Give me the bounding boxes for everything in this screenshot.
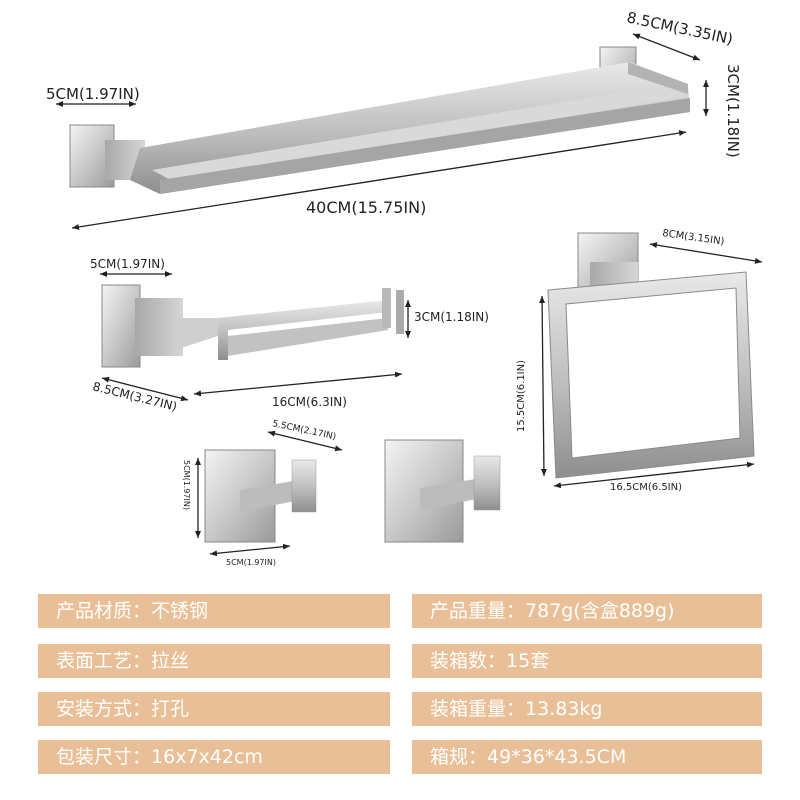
towel-bar-image (69, 46, 690, 194)
ring-width-line (553, 461, 755, 489)
spec-carton-size: 箱规：49*36*43.5CM (412, 740, 762, 774)
spec-carton-weight: 装箱重量：13.83kg (412, 692, 762, 726)
towel-bar-length-line (71, 130, 687, 230)
hook-depth-line (267, 430, 343, 452)
hook-depth-label: 5.5CM(2.17IN) (271, 419, 336, 442)
ring-height-label: 15.5CM(6.1IN) (516, 360, 527, 432)
hook-height-label: 5CM(1.97IN) (182, 460, 191, 510)
hook-width-label: 5CM(1.97IN) (226, 558, 276, 567)
paper-holder-length-label: 16CM(6.3IN) (272, 395, 347, 409)
paper-holder-depth-line (101, 376, 189, 402)
towel-bar-length-label: 40CM(15.75IN) (306, 198, 426, 217)
paper-holder-height-label: 3CM(1.18IN) (414, 310, 489, 324)
spec-carton-qty: 装箱数：15套 (412, 644, 762, 678)
ring-depth-line (649, 242, 763, 264)
spec-table: 产品材质：不锈钢 产品重量：787g(含盒889g) 表面工艺：拉丝 装箱数：1… (0, 592, 800, 800)
product-dimension-figure: 8.5CM(3.35IN) 3CM(1.18IN) 5CM(1.97IN) 40… (46, 8, 763, 567)
towel-bar-depth-label: 8.5CM(3.35IN) (625, 8, 734, 48)
hook-width-line (209, 543, 291, 557)
paper-holder-depth-label: 8.5CM(3.27IN) (91, 379, 178, 413)
paper-holder-base-label: 5CM(1.97IN) (90, 257, 165, 271)
paper-holder-image (101, 284, 404, 368)
spec-pack-size: 包装尺寸：16x7x42cm (38, 740, 390, 774)
ring-height-line (539, 295, 547, 477)
towel-bar-height-label: 3CM(1.18IN) (724, 64, 742, 158)
towel-ring-image (547, 232, 755, 479)
paper-holder-length-line (193, 371, 403, 397)
spec-finish: 表面工艺：拉丝 (38, 644, 390, 678)
spec-weight: 产品重量：787g(含盒889g) (412, 594, 762, 628)
ring-depth-label: 8CM(3.15IN) (662, 228, 725, 248)
towel-bar-base-label: 5CM(1.97IN) (46, 85, 140, 103)
towel-bar-depth-line (632, 33, 701, 61)
spec-material: 产品材质：不锈钢 (38, 594, 390, 628)
ring-width-label: 16.5CM(6.5IN) (610, 482, 682, 493)
robe-hook-right-image (384, 439, 501, 543)
spec-install: 安装方式：打孔 (38, 692, 390, 726)
robe-hook-left-image (204, 449, 317, 543)
